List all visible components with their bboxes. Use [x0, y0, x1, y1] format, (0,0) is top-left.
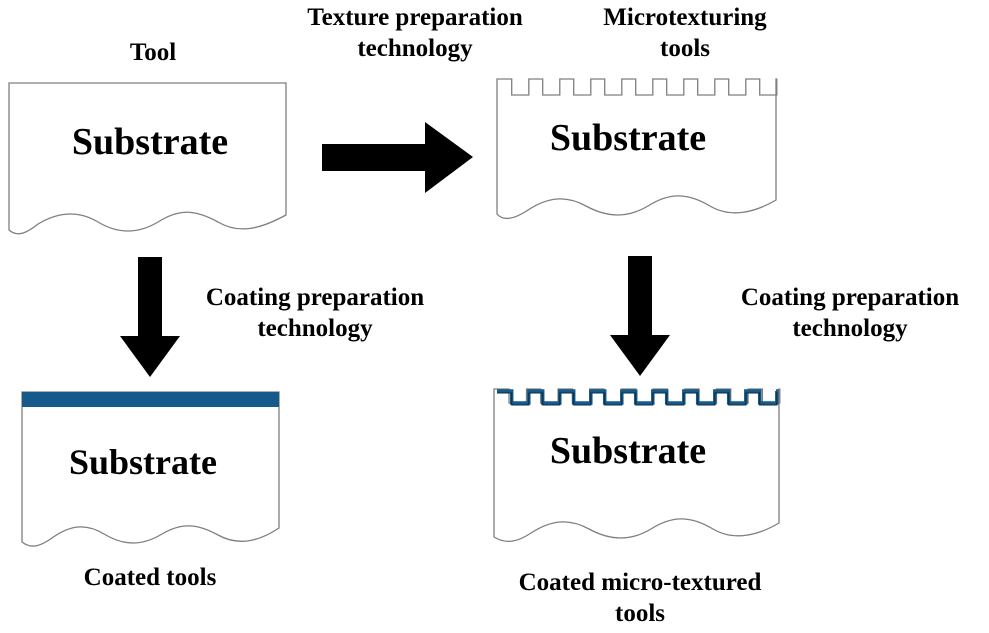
coated-substrate-label: Substrate: [68, 442, 217, 482]
coating-preparation-right-line2: technology: [792, 315, 908, 342]
coating-process-arrow-right-icon: [610, 256, 670, 376]
texture-process-arrow-icon: [322, 122, 473, 193]
coating-preparation-right-line1: Coating preparation: [740, 284, 960, 311]
tool-substrate-label: Substrate: [71, 121, 229, 163]
coating-preparation-right-label: Coating preparation technology: [705, 282, 989, 344]
microtexturing-tools-label: Microtexturing tools: [570, 2, 800, 64]
microtexturing-line1: Microtexturing: [603, 4, 767, 31]
microtextured-substrate-label: Substrate: [549, 117, 707, 159]
coating-layer-textured: [497, 389, 779, 405]
coating-layer-textured-edge: [497, 392, 778, 406]
texture-preparation-line2: technology: [357, 35, 473, 62]
coated-substrate-box: [21, 391, 280, 547]
coated-tools-label: Coated tools: [83, 564, 217, 591]
coated-micro-line1: Coated micro-textured: [518, 569, 762, 596]
coating-layer: [22, 392, 279, 407]
coated-microtextured-substrate-label: Substrate: [549, 430, 707, 472]
coated-micro-line2: tools: [615, 600, 665, 627]
microtexturing-line2: tools: [660, 35, 710, 62]
coated-micro-textured-tools-label: Coated micro-textured tools: [480, 567, 800, 629]
microtextured-substrate-box: [496, 78, 778, 220]
tool-label: Tool: [129, 39, 177, 66]
texture-preparation-label: Texture preparation technology: [270, 2, 560, 64]
coating-preparation-left-line1: Coating preparation: [205, 284, 425, 311]
texture-preparation-line1: Texture preparation: [307, 4, 523, 31]
coating-preparation-left-line2: technology: [257, 315, 373, 342]
coating-process-arrow-left-icon: [120, 257, 180, 377]
coating-preparation-left-label: Coating preparation technology: [170, 282, 460, 344]
tool-substrate-box: [8, 82, 287, 235]
